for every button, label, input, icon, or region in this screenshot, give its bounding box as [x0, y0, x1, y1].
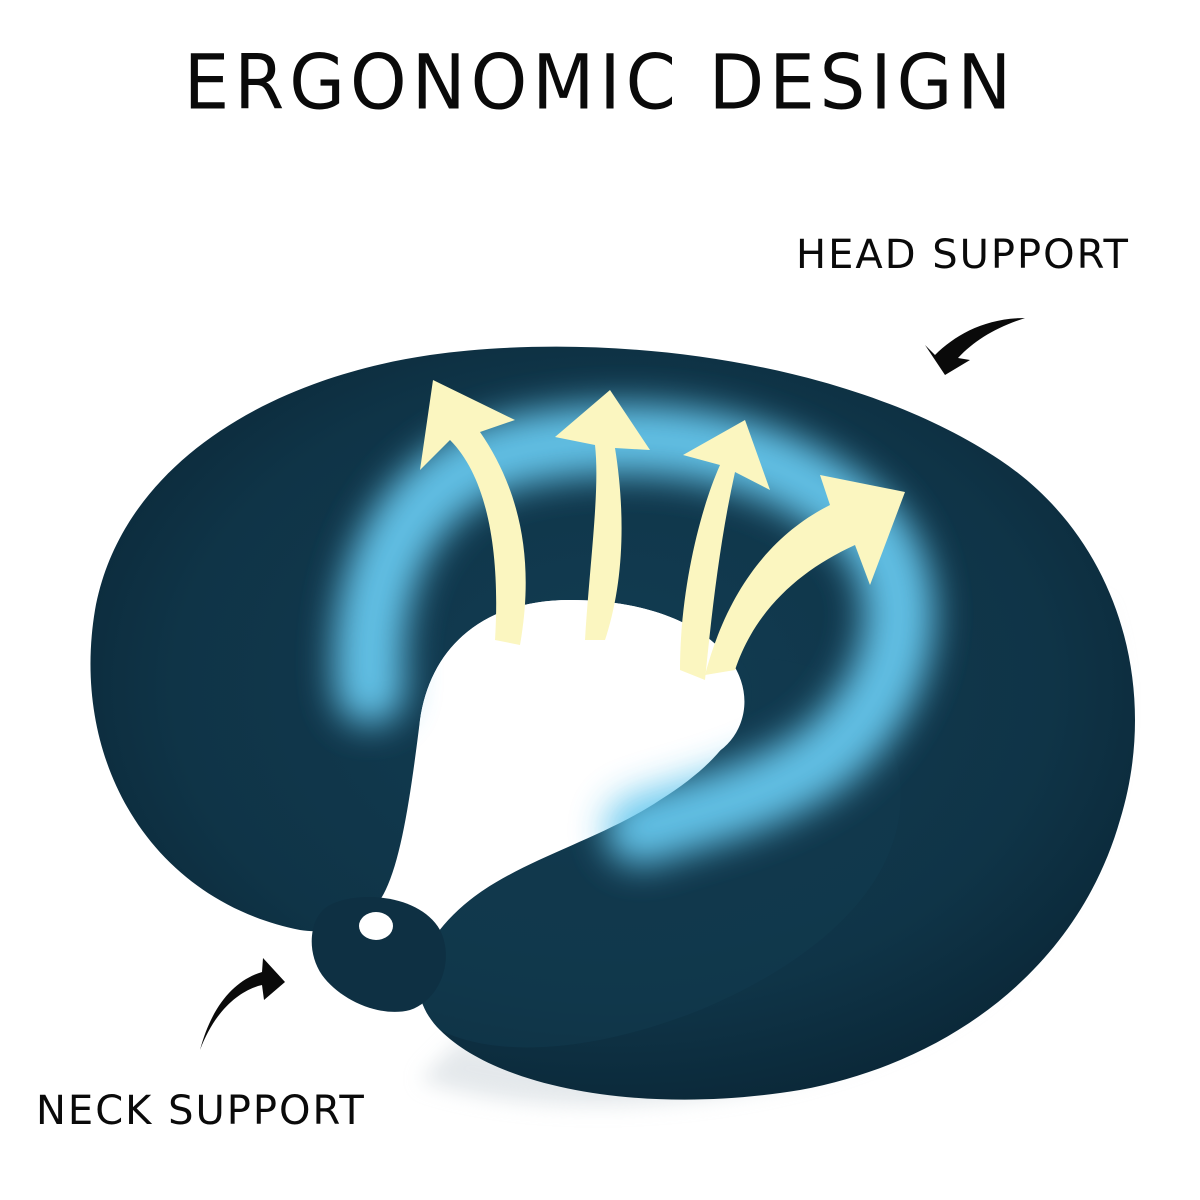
pillow-inner-gap	[418, 600, 745, 900]
neck-support-label: NECK SUPPORT	[36, 1088, 366, 1134]
airflow-arrow-1-icon	[420, 380, 526, 645]
airflow-arrow-4-icon	[705, 475, 905, 675]
airflow-arrows	[420, 380, 905, 680]
airflow-arrow-2-icon	[555, 390, 650, 640]
head-support-arrow-icon	[925, 318, 1025, 375]
neck-support-arrow-icon	[200, 958, 285, 1050]
neck-tab	[311, 897, 446, 1012]
airflow-arrow-3-icon	[680, 420, 770, 680]
head-support-label: HEAD SUPPORT	[796, 232, 1130, 278]
page-title: ERGONOMIC DESIGN	[183, 37, 1017, 127]
